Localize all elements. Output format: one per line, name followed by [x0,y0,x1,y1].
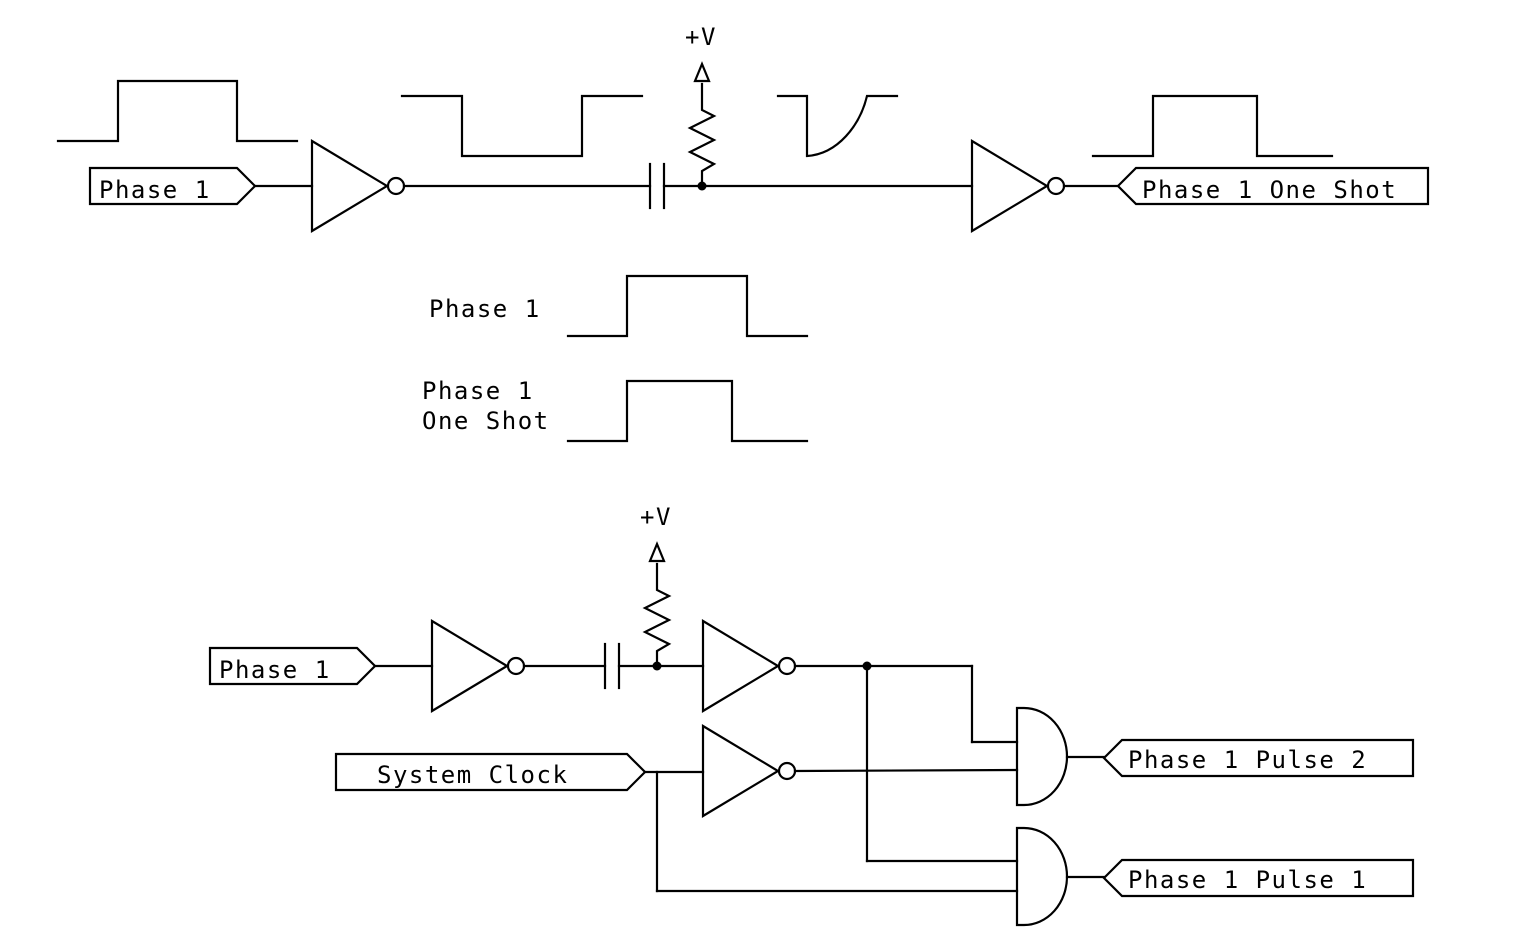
output-connector-oneshot [1116,166,1430,206]
inverter-gate [701,619,797,713]
input-connector-label: Phase 1 [99,176,211,204]
input-connector-system-clock [334,752,647,792]
input-connector-label: Phase 1 [219,656,331,684]
timing-waveform-oneshot [566,379,809,443]
timing-waveform-phase1 [566,274,809,338]
output-connector-label: Phase 1 Pulse 2 [1128,746,1367,774]
timing-label-oneshot-line2: One Shot [422,407,550,435]
resistor [687,82,717,188]
resistor [642,562,672,668]
bottom-circuit: Phase 1 +V Syste [208,503,1415,927]
supply-arrow [648,541,666,563]
timing-diagram: Phase 1 Phase 1 One Shot [422,274,809,443]
inverter-gate [430,619,526,713]
input-connector-label: System Clock [377,761,568,789]
output-connector-label: Phase 1 One Shot [1142,176,1397,204]
input-connector-phase1-bottom [208,646,377,686]
supply-arrow [693,61,711,83]
timing-label-phase1: Phase 1 [429,295,541,323]
and-gate [1015,826,1069,927]
waveform-inverted [400,94,644,158]
inverter-gate [701,724,797,818]
output-connector-pulse2 [1102,738,1415,778]
timing-label-oneshot-line1: Phase 1 [422,377,534,405]
inverter-gate [310,139,406,233]
wire [793,768,1019,773]
capacitor [648,162,666,210]
top-circuit: Phase 1 +V Phase 1 One Shot [56,23,1430,233]
capacitor [603,642,621,690]
inverter-gate [970,139,1066,233]
input-connector-phase1 [88,166,257,206]
waveform-output-pulse [1091,94,1334,158]
waveform-input-pulse [56,79,299,143]
waveform-rc-spike [776,94,899,158]
and-gate [1015,706,1069,807]
supply-label: +V [640,503,672,531]
output-connector-pulse1 [1102,858,1415,898]
supply-label: +V [685,23,717,51]
output-connector-label: Phase 1 Pulse 1 [1128,866,1367,894]
